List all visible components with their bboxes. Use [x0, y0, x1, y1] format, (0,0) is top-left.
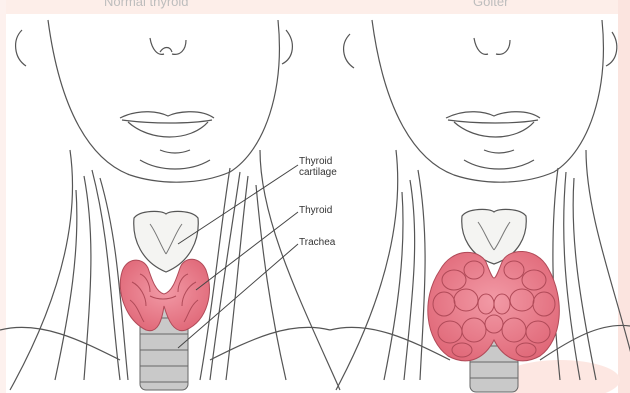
label-thyroid: Thyroid: [299, 205, 332, 216]
left-neck-right: [260, 150, 340, 390]
frame-tint-left: [0, 0, 6, 393]
frame-tint-right: [618, 0, 630, 393]
right-upper-lip: [446, 112, 540, 118]
right-face-outline: [372, 20, 603, 182]
left-ear-right: [282, 30, 292, 64]
left-chin: [140, 160, 210, 169]
left-upper-lip: [120, 112, 214, 118]
right-nose: [474, 38, 510, 54]
left-mouth-line: [122, 120, 212, 123]
right-chin: [464, 160, 534, 169]
frame-tint-top: [0, 0, 630, 14]
label-thyroid-cartilage-text: Thyroid cartilage: [299, 156, 337, 178]
right-chin-crease: [484, 150, 514, 153]
right-mouth-line: [448, 120, 538, 123]
right-ear: [344, 34, 354, 68]
label-trachea: Trachea: [299, 237, 335, 248]
left-ear: [16, 30, 26, 66]
panel-title-right: Goiter: [473, 0, 508, 9]
right-lower-lip: [454, 122, 534, 137]
label-thyroid-cartilage: Thyroid cartilage: [299, 156, 357, 178]
left-lower-lip: [128, 122, 208, 137]
left-nostril-a: [160, 48, 172, 53]
left-nose: [150, 38, 186, 54]
panel-title-left: Normal thyroid: [104, 0, 189, 9]
left-clavicle-b: [210, 327, 330, 360]
left-neck-left: [10, 150, 73, 390]
left-chin-crease: [160, 150, 190, 153]
right-ear-right: [606, 32, 617, 66]
left-face-outline: [48, 20, 279, 182]
